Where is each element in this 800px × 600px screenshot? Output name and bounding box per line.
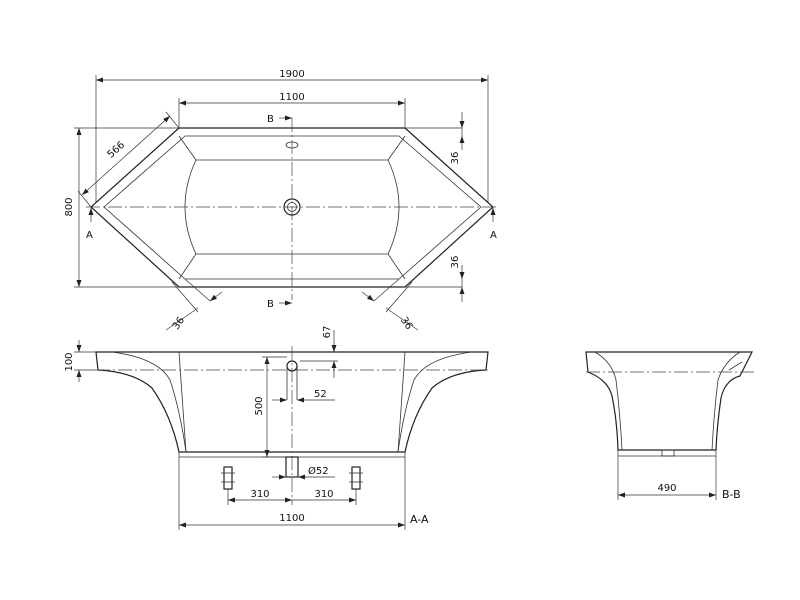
dim-inner-width: 1100 — [279, 92, 304, 103]
dim-bottom-width: 1100 — [279, 513, 304, 524]
dim-depth: 800 — [64, 197, 75, 216]
section-a-marker-right: A — [490, 230, 497, 241]
drain-fitting-icon — [285, 456, 299, 478]
dim-foot-left: 310 — [250, 489, 269, 500]
dim-overall-width: 1900 — [279, 69, 304, 80]
left-foot-icon — [221, 466, 235, 490]
dim-rim-left: 36 — [171, 315, 187, 332]
right-foot-icon — [349, 466, 363, 490]
section-b-label: B-B — [722, 488, 741, 501]
rim-inner-outline — [103, 135, 482, 280]
drain-icon — [283, 198, 301, 216]
section-a-marker-left: A — [86, 230, 93, 241]
dim-inner-depth: 500 — [254, 396, 265, 415]
dim-overflow-dist: 52 — [314, 389, 327, 400]
plan-view: 1900 1100 800 566 36 36 36 — [64, 69, 498, 332]
section-a-view: 100 67 500 52 Ø52 310 310 1100 A-A — [64, 326, 489, 530]
section-b-marker-top: B — [267, 114, 274, 125]
dim-rim-height: 100 — [64, 352, 75, 371]
dim-rim-top: 36 — [450, 152, 461, 165]
dim-top-offset: 67 — [322, 326, 333, 339]
section-b-drain-icon — [661, 449, 675, 457]
section-b-view: 490 B-B — [585, 351, 756, 501]
dim-drain-diameter: Ø52 — [308, 465, 329, 477]
overflow-icon — [285, 141, 299, 149]
section-b-marker-bottom: B — [267, 299, 274, 310]
section-a-label: A-A — [410, 513, 429, 526]
dim-b-bottom-width: 490 — [657, 483, 676, 494]
overflow-fitting-icon — [286, 360, 298, 400]
dim-rim-bottom: 36 — [450, 256, 461, 269]
dim-foot-right: 310 — [314, 489, 333, 500]
